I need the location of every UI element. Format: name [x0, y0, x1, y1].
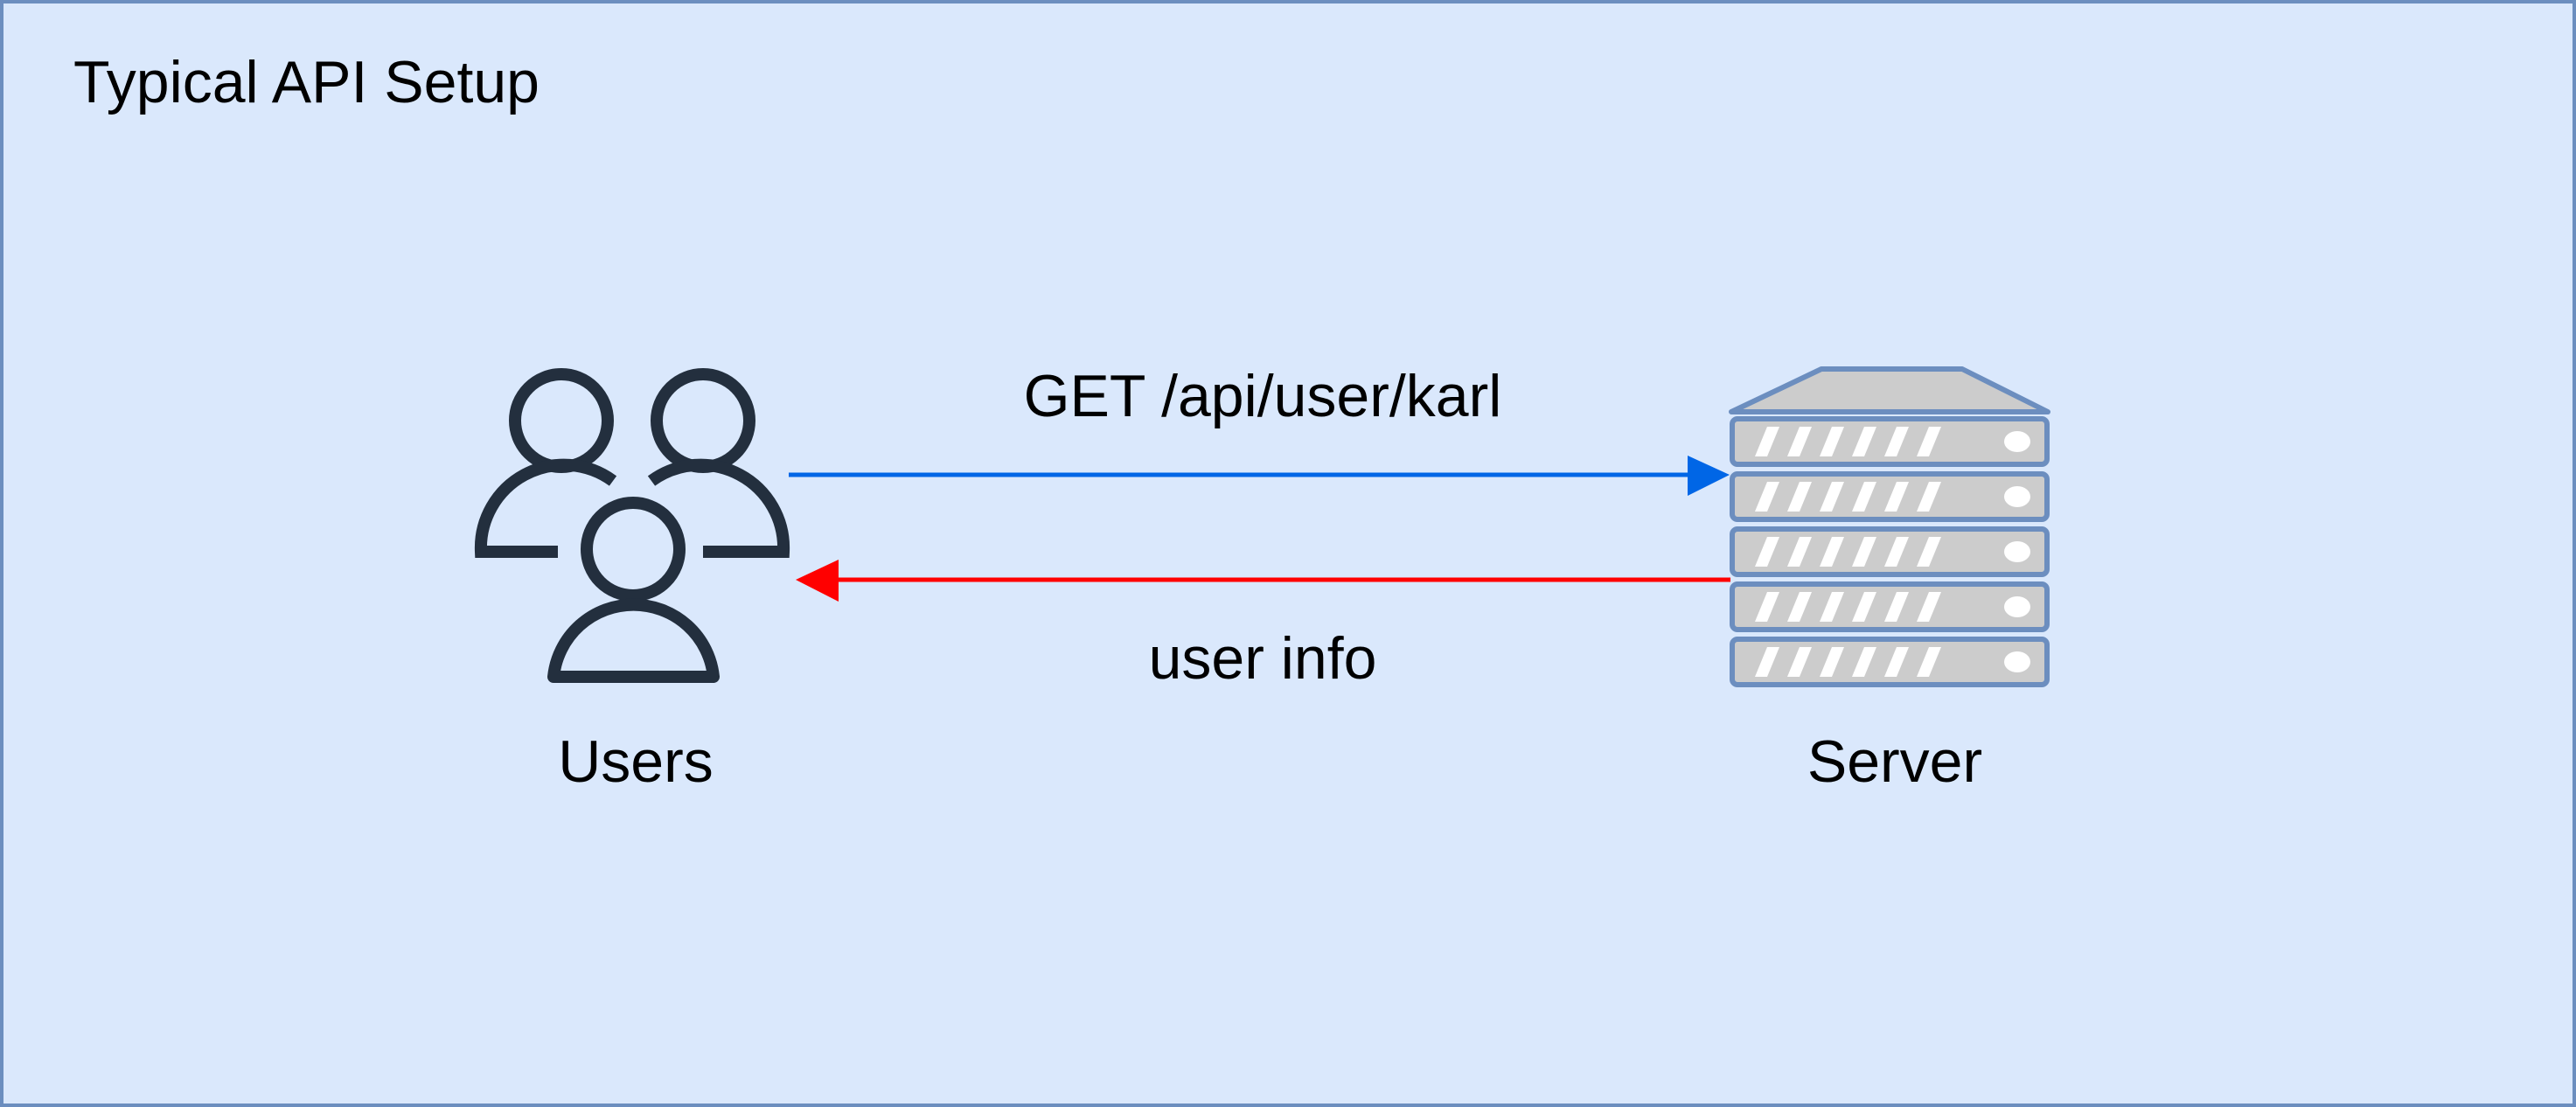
server-vent-slot: [1884, 592, 1909, 622]
server-unit: [1730, 581, 2050, 632]
server-vent-slot: [1787, 482, 1812, 512]
diagram-graphics: [474, 366, 2050, 687]
user-body-front: [547, 598, 720, 683]
server-vent-slot: [1755, 592, 1779, 622]
diagram-title: Typical API Setup: [73, 49, 540, 115]
request-arrow: [789, 456, 1730, 496]
server-vent-slot: [1820, 482, 1844, 512]
server-top-cap: [1729, 366, 2050, 414]
server-vent-slot: [1755, 647, 1779, 677]
server-vent-slot: [1884, 537, 1909, 567]
server-unit: [1730, 637, 2050, 687]
user-head-left: [509, 368, 614, 473]
server-vent-slot: [1852, 482, 1876, 512]
server-vent-slot: [1884, 427, 1909, 456]
response-arrow: [796, 560, 1730, 602]
server-vent-slot: [1917, 537, 1941, 567]
server-vent-slot: [1852, 592, 1876, 622]
server-vent-slot: [1755, 427, 1779, 456]
server-vent-slot: [1820, 537, 1844, 567]
server-vent-slot: [1852, 427, 1876, 456]
server-vent-slot: [1917, 647, 1941, 677]
server-vent-slot: [1755, 537, 1779, 567]
server-vent-slot: [1820, 647, 1844, 677]
server-vent-slot: [1884, 647, 1909, 677]
response-label: user info: [1148, 625, 1377, 692]
server-vent-slot: [1820, 427, 1844, 456]
server-vent-slot: [1917, 482, 1941, 512]
server-vent-slot: [1787, 592, 1812, 622]
server-unit-body: [1730, 471, 2050, 522]
server-label: Server: [1807, 728, 1983, 795]
server-status-light: [2004, 431, 2030, 452]
server-status-light: [2004, 596, 2030, 617]
server-vent-slot: [1787, 427, 1812, 456]
server-rack-icon: [1729, 366, 2050, 687]
server-unit: [1730, 471, 2050, 522]
server-vent-slot: [1917, 427, 1941, 456]
users-label: Users: [558, 728, 714, 795]
server-vent-slot: [1755, 482, 1779, 512]
server-vent-slot: [1852, 537, 1876, 567]
server-vent-slot: [1917, 592, 1941, 622]
user-head-front: [581, 497, 686, 602]
server-status-light: [2004, 486, 2030, 507]
request-arrow-head: [1688, 456, 1730, 496]
server-vent-slot: [1884, 482, 1909, 512]
server-vent-slot: [1787, 537, 1812, 567]
server-unit-body: [1730, 637, 2050, 687]
response-arrow-head: [796, 560, 839, 602]
server-unit-body: [1730, 581, 2050, 632]
user-body-right: [647, 458, 790, 558]
server-unit: [1730, 526, 2050, 577]
server-vent-slot: [1852, 647, 1876, 677]
server-vent-slot: [1820, 592, 1844, 622]
server-unit-body: [1730, 416, 2050, 467]
server-unit: [1730, 416, 2050, 467]
request-label: GET /api/user/karl: [1023, 363, 1502, 429]
server-unit-body: [1730, 526, 2050, 577]
user-body-left: [474, 458, 617, 558]
server-status-light: [2004, 651, 2030, 672]
user-head-right: [651, 368, 755, 473]
users-icon: [474, 368, 790, 683]
server-vent-slot: [1787, 647, 1812, 677]
server-status-light: [2004, 541, 2030, 562]
